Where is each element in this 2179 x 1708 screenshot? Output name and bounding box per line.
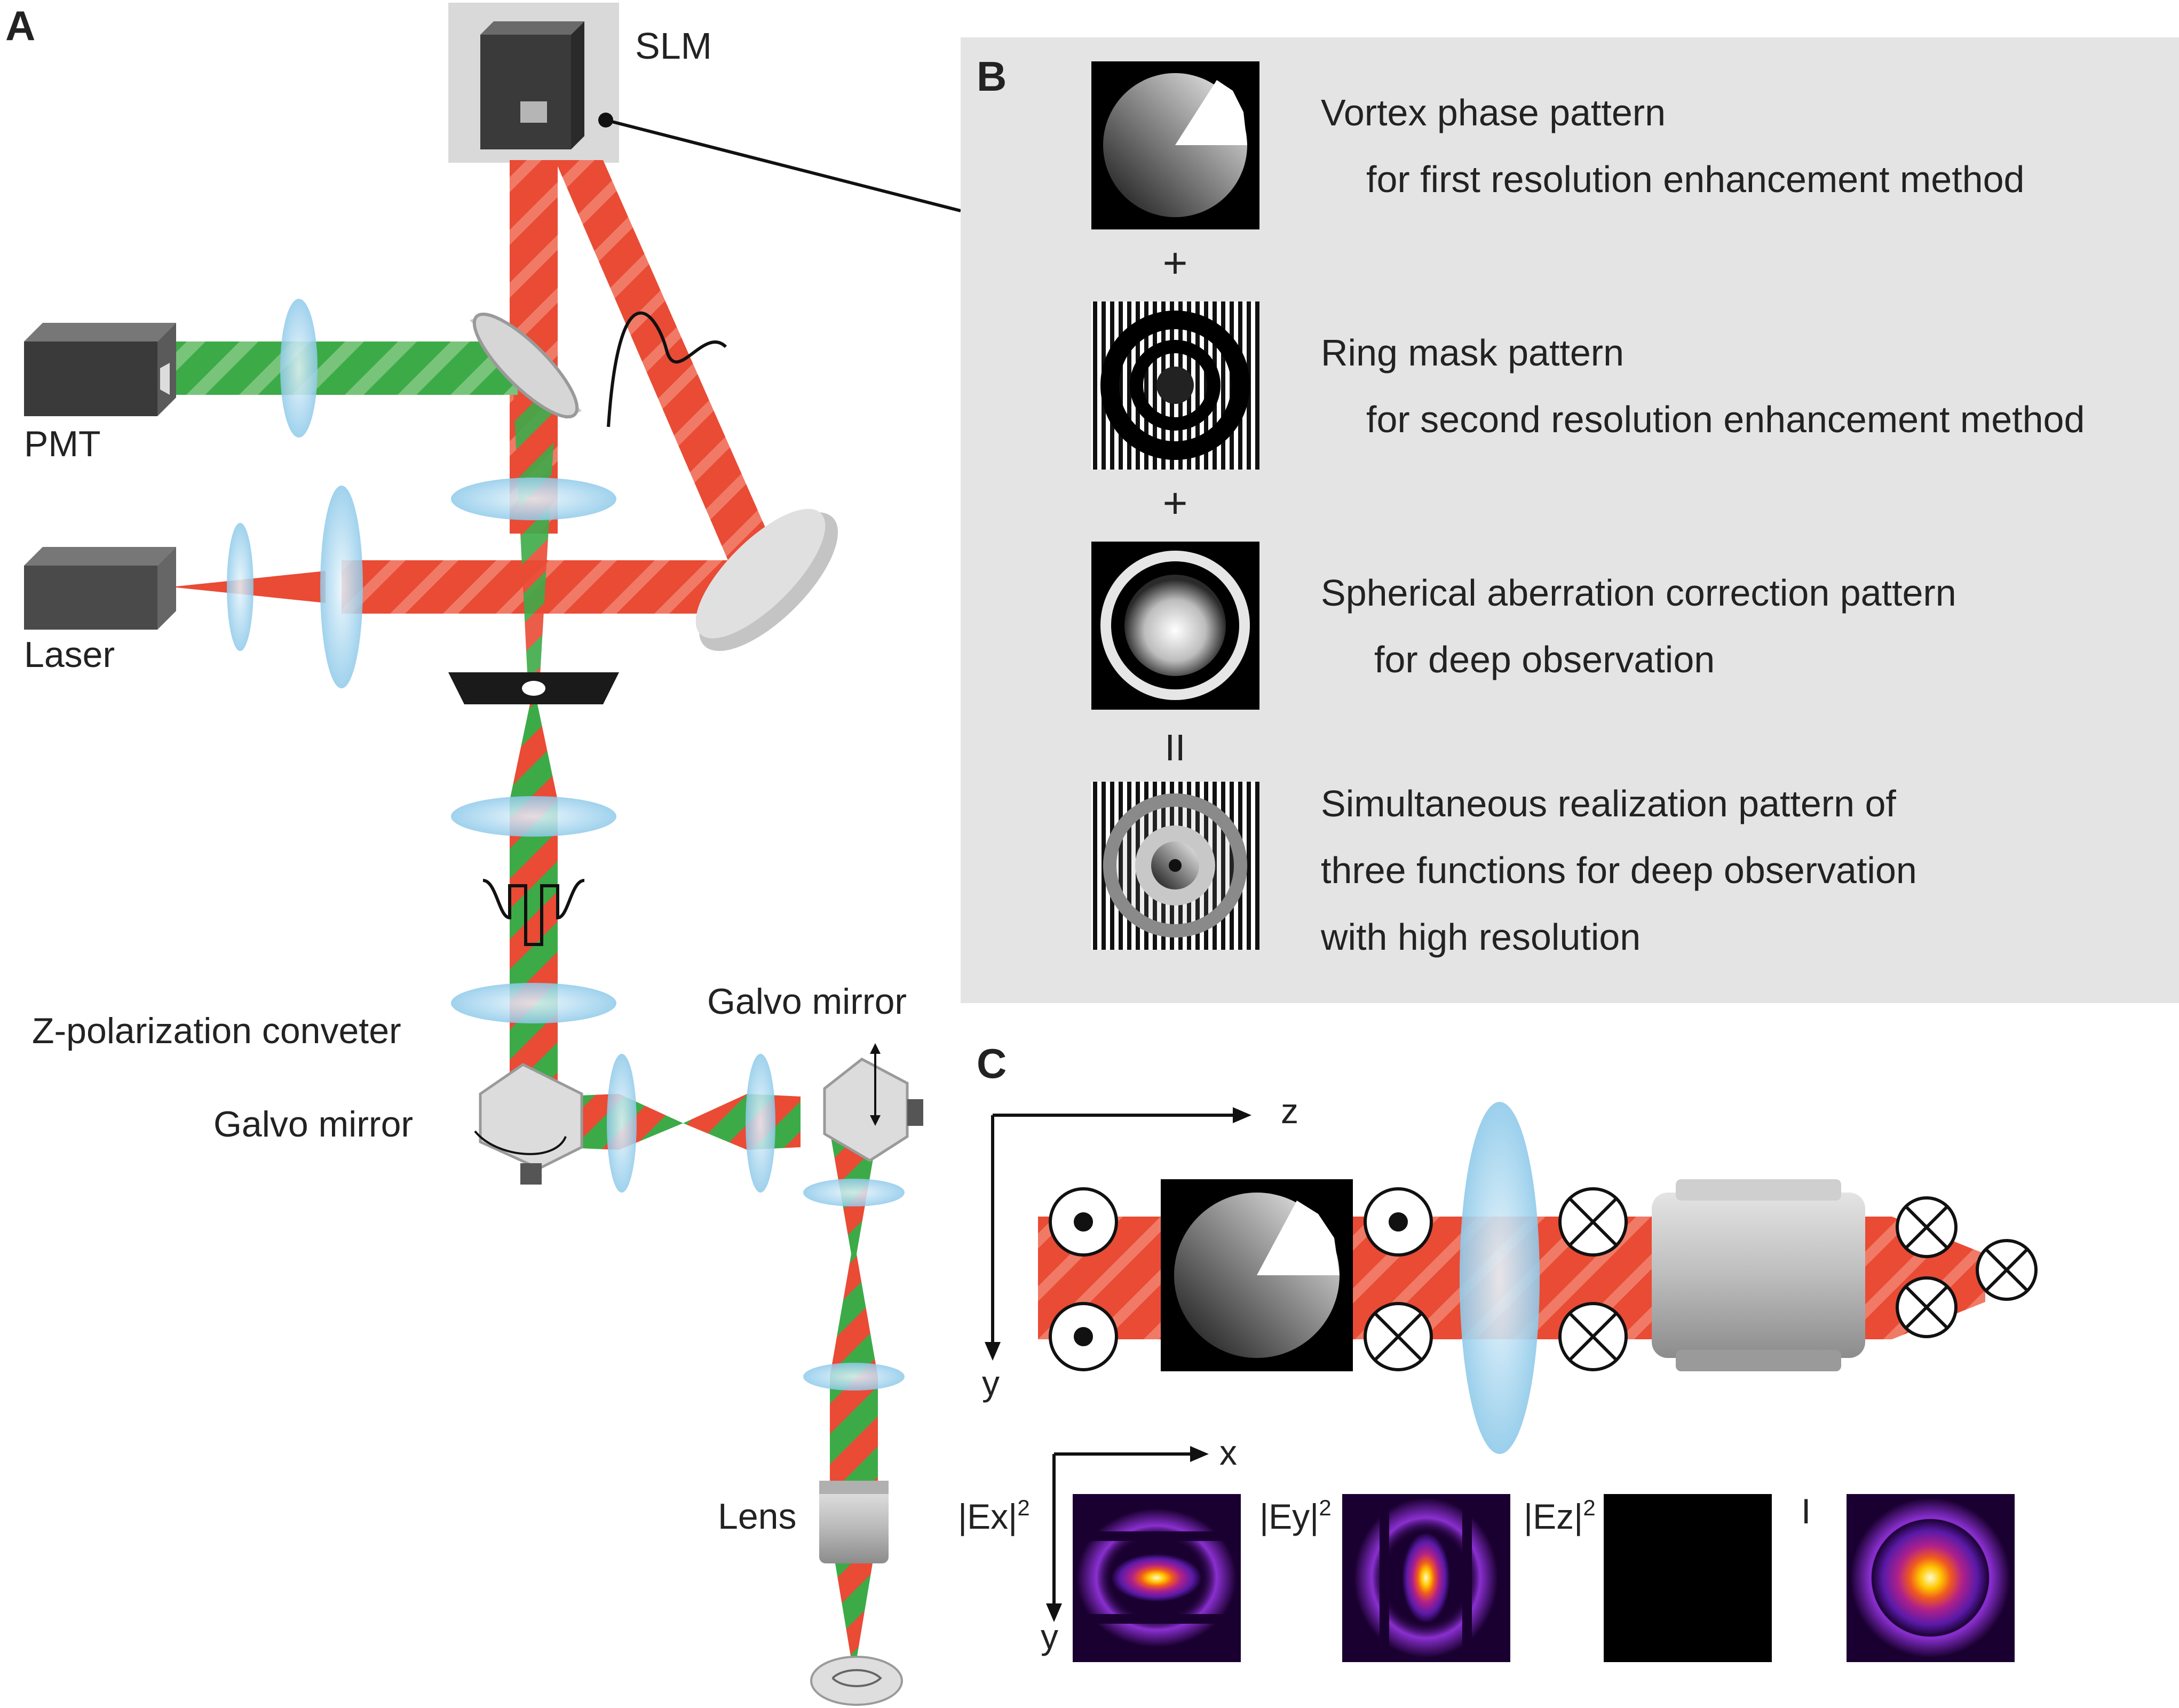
polarization-symbols [1049,1187,2038,1371]
panel-c-objective [1652,1179,1865,1371]
row4-line3: with high resolution [1320,916,1641,958]
axis-z-label: z [1281,1091,1298,1131]
galvo-right-label: Galvo mirror [707,981,907,1022]
slm-label: SLM [635,25,712,67]
row2-line2: for second resolution enhancement method [1366,399,2085,440]
slm-connector-dot [598,113,613,128]
z-converter-label: Z-polarization conveter [32,1011,401,1051]
axes-top [991,1114,1233,1345]
combined-pattern-thumb [1091,782,1259,950]
row3-line2: for deep observation [1374,639,1715,680]
laser-label: Laser [24,634,115,675]
wave-icon [607,311,727,427]
spherical-aberration-pattern-thumb [1091,542,1259,710]
z-converter-icon [482,879,585,946]
panel-b-label: B [977,53,1007,100]
galvo-mirror-right [823,1043,923,1162]
label-i: I [1801,1491,1811,1531]
sample [810,1656,903,1706]
row2-line1: Ring mask pattern [1321,332,1624,374]
panel-c-vortex-plate [1161,1179,1353,1371]
ring-mask-pattern-thumb [1091,301,1259,470]
lenses-a [227,299,905,1391]
row1-line1: Vortex phase pattern [1321,92,1666,133]
label-ey: |Ey|2 [1259,1495,1332,1536]
plus-operator-1: + [1163,239,1188,287]
slm-device [448,3,619,163]
panel-c-lens [1460,1102,1540,1454]
axis-y-label-top: y [982,1363,1000,1403]
intensity-map-total [1847,1494,2015,1662]
lens-label: Lens [718,1496,796,1537]
row3-line1: Spherical aberration correction pattern [1321,572,1956,614]
intensity-map-ex [1073,1494,1241,1662]
y-arrow-head-bottom [1046,1603,1062,1622]
laser-device [24,547,176,630]
label-ez: |Ez|2 [1524,1495,1596,1536]
pmt-label: PMT [24,424,101,464]
axis-y-label-bottom: y [1041,1617,1058,1656]
slm-connector-line [605,118,961,212]
pmt-device [24,323,176,416]
objective-lens [819,1481,889,1563]
pinhole [448,672,619,704]
plus-operator-2: + [1163,479,1188,527]
row4-line2: three functions for deep observation [1321,849,1917,891]
intensity-map-ey [1342,1494,1510,1662]
beam-paths [171,160,878,1659]
row1-line2: for first resolution enhancement method [1366,158,2024,200]
panel-c-label: C [977,1040,1007,1087]
galvo-mirror-left [474,1063,583,1185]
dichroic-mirror [470,312,582,419]
y-arrow-head-top [985,1342,1001,1361]
intensity-map-ez [1604,1494,1772,1662]
pattern-descriptions: Vortex phase pattern for first resolutio… [1320,92,2085,958]
equals-operator: II [1165,727,1186,768]
axes-bottom [1052,1452,1190,1606]
row4-line1: Simultaneous realization pattern of [1321,783,1896,824]
galvo-left-label: Galvo mirror [213,1104,413,1145]
fold-mirror [695,509,838,651]
field-labels: |Ex|2 |Ey|2 |Ez|2 I [958,1491,1811,1536]
panel-a-label: A [5,2,35,49]
axis-x-label: x [1219,1433,1237,1472]
vortex-pattern-thumb [1091,61,1259,229]
x-arrow-head [1190,1446,1209,1462]
z-arrow-head [1233,1107,1251,1123]
label-ex: |Ex|2 [958,1495,1030,1536]
